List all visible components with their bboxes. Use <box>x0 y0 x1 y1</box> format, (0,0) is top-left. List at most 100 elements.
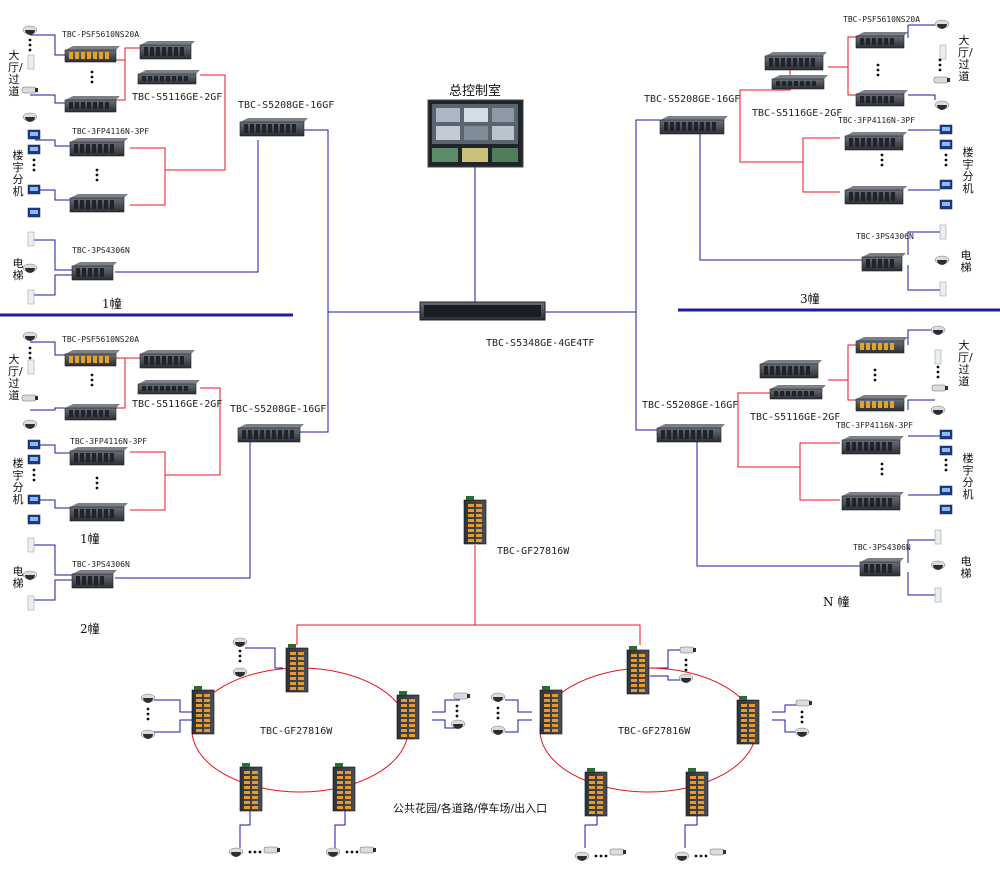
zone3-agg-label: TBC-S5208GE-16GF <box>644 94 741 105</box>
ring-left-switch-5 <box>332 763 356 812</box>
garden-cam-2 <box>232 667 248 677</box>
zone3-panel-4 <box>939 199 953 210</box>
road-cam-6 <box>794 727 810 737</box>
zone2-name: 2幢 <box>80 622 100 636</box>
zone2-dome-cam-1 <box>22 331 38 341</box>
zone2-agg-label: TBC-S5208GE-16GF <box>230 404 327 415</box>
road-dots-1 <box>496 706 500 720</box>
zone3-bullet-cam <box>933 76 950 84</box>
zoneN-poe-switch-1 <box>855 337 908 354</box>
zoneN-elevator-switch <box>859 558 904 577</box>
zone2-poe-switch-1 <box>64 350 120 367</box>
zoneN-dome-cam-1 <box>930 325 946 335</box>
road-cam-10 <box>709 848 726 856</box>
zoneN-panel-2 <box>939 445 953 456</box>
zone1-transceiver-label: TBC-S5116GE-2GF <box>132 92 223 103</box>
zoneN-panel-1 <box>939 429 953 440</box>
zone2-panel-3 <box>27 494 41 505</box>
ring-right-switch-4 <box>584 768 608 817</box>
garden-cam-7 <box>228 847 244 857</box>
zone2-floors-label: 楼宇分机 <box>12 457 24 506</box>
zone1-agg-label: TBC-S5208GE-16GF <box>238 100 335 111</box>
zone3-transceiver-unit <box>771 75 828 90</box>
zone1-lift-cam <box>22 263 38 273</box>
core-links <box>30 24 940 848</box>
ring-left-switch-4 <box>239 763 263 812</box>
outdoor-aggregation-switch <box>463 496 487 545</box>
garden-dots-5 <box>345 850 359 854</box>
zone2-bullet-cam <box>21 394 38 402</box>
zone1-bullet-cam <box>21 86 38 94</box>
zoneN-dome-cam-2 <box>930 405 946 415</box>
zone3-dots-c <box>944 153 948 167</box>
zone1-transceiver-unit <box>137 70 200 85</box>
core-switch-label: TBC-S5348GE-4GE4TF <box>486 338 595 349</box>
zone3-lift-label: 电梯 <box>960 249 972 274</box>
zone3-dots-d <box>880 153 884 167</box>
zone1-name: 1幢 <box>102 297 122 311</box>
ring-left-switch-1 <box>285 644 309 693</box>
zone2-poe-switch-2 <box>64 404 120 421</box>
zone2-agg-switch <box>237 424 304 443</box>
zone1-dots-c <box>32 158 36 172</box>
zone1-building-label: TBC-3FP4116N-3PF <box>72 127 150 136</box>
outdoor-switch-label: TBC-GF27816W <box>497 546 570 557</box>
ring-right-switch-1 <box>626 646 650 695</box>
zoneN-hall-device <box>934 349 942 365</box>
zone2-dots-c <box>32 468 36 482</box>
zone2-poe-label: TBC-PSF5610NS20A <box>62 335 140 344</box>
zone2-transceiver-label: TBC-S5116GE-2GF <box>132 399 223 410</box>
zone1-floors-label: 楼宇分机 <box>12 149 24 198</box>
zone2-dots-d <box>95 476 99 490</box>
zoneN-dots-c <box>944 458 948 472</box>
zoneN-agg-label: TBC-S5208GE-16GF <box>642 400 739 411</box>
zone1-dots-b <box>90 70 94 84</box>
zoneN-panel-3 <box>939 485 953 496</box>
zoneN-lift-unit-2 <box>934 587 942 603</box>
zoneN-floors-label: 楼宇分机 <box>962 452 974 501</box>
road-cam-9 <box>674 851 690 861</box>
zone1-elevator-switch <box>71 262 117 281</box>
road-dots-2 <box>684 658 688 672</box>
zoneN-transceiver-unit <box>769 385 826 400</box>
ring-right-switch-3 <box>736 696 760 745</box>
zone3-hall-device <box>939 44 947 60</box>
zone3-lift-unit-1 <box>939 224 947 240</box>
zone3-transceiver-label: TBC-S5116GE-2GF <box>752 108 843 119</box>
zone3-panel-3 <box>939 179 953 190</box>
zone3-panel-1 <box>939 124 953 135</box>
garden-dots-1 <box>238 649 242 663</box>
zone3-dots-b <box>938 58 942 72</box>
zone1-lift-unit-1 <box>27 231 35 247</box>
zone2-hall-label: 大厅/过道 <box>8 353 23 402</box>
zoneN-lift-unit-1 <box>934 529 942 545</box>
zoneN-panel-4 <box>939 504 953 515</box>
garden-cam-9 <box>325 847 341 857</box>
zone2-building-label: TBC-3FP4116N-3PF <box>70 437 148 446</box>
zone1-poe-label: TBC-PSF5610NS20A <box>62 30 140 39</box>
zone2-panel-2 <box>27 454 41 465</box>
road-dots-4 <box>594 854 608 858</box>
bottom-caption: 公共花园/各道路/停车场/出入口 <box>393 802 548 815</box>
zone2-dots-b <box>90 373 94 387</box>
ring-left-switch-3 <box>396 691 420 740</box>
zoneN-dots-d <box>880 462 884 476</box>
zone3-name: 3幢 <box>800 292 820 306</box>
zone2-transceiver-unit <box>137 380 200 395</box>
ring-right-switch-2 <box>539 686 563 735</box>
garden-cam-1 <box>232 637 248 647</box>
road-cam-7 <box>574 851 590 861</box>
zone2-dome-cam-2 <box>22 419 38 429</box>
ring-right-switch-5 <box>685 768 709 817</box>
zoneN-name: N 幢 <box>823 595 850 609</box>
zoneN-building-label: TBC-3FP4116N-3PF <box>836 421 914 430</box>
core-switch <box>419 301 546 321</box>
zone1-hall-label: 大厅/过道 <box>8 49 23 98</box>
zone1-dots-d <box>95 168 99 182</box>
garden-cam-4 <box>140 729 156 739</box>
zone3-agg-switch <box>659 116 728 135</box>
road-cam-5 <box>795 699 812 707</box>
video-wall <box>427 99 524 168</box>
zone3-dome-cam-2 <box>934 100 950 110</box>
